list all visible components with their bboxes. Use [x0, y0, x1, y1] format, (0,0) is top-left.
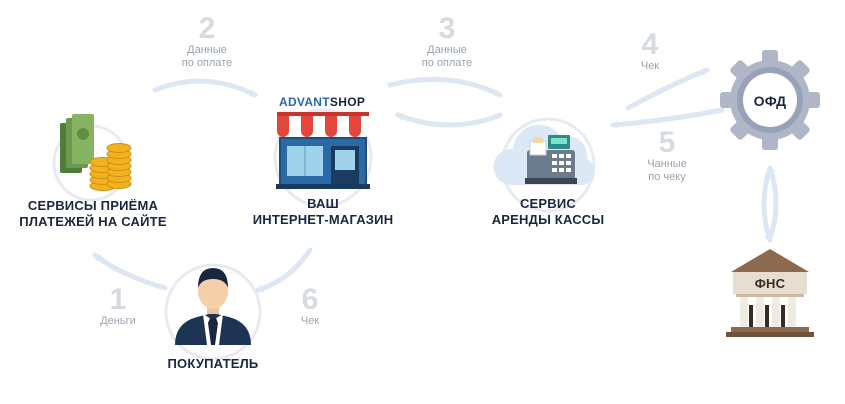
step-2: 2 Данные по оплате [172, 14, 242, 70]
step-4-number: 4 [641, 28, 659, 61]
arrow-6 [255, 247, 313, 293]
step-2-number: 2 [198, 12, 216, 45]
fns-building-icon [726, 249, 814, 337]
step-6: 6 Чек [290, 285, 330, 328]
step-4-label: Чек [640, 60, 660, 72]
step-3-number: 3 [438, 12, 456, 45]
step-3: 3 Данные по оплате [412, 14, 482, 70]
node-payments: СЕРВИСЫ ПРИЁМА ПЛАТЕЖЕЙ НА САЙТЕ [19, 198, 167, 229]
step-5-number: 5 [658, 126, 676, 159]
arrow-2 [152, 78, 258, 98]
arrow-ofd-fns-back [767, 165, 779, 241]
step-5: 5 Чанные по чеку [637, 128, 697, 184]
arrow-3b [395, 112, 503, 128]
step-1-label: Деньги [100, 315, 136, 327]
brand-part1: ADVANT [279, 95, 330, 109]
arrow-4 [625, 67, 710, 111]
arrow-1 [92, 252, 168, 291]
arrow-ofd-fns [761, 165, 773, 243]
arrow-3a [387, 76, 503, 98]
money-icon [60, 114, 132, 191]
step-1-number: 1 [109, 283, 127, 316]
step-6-label: Чек [300, 315, 320, 327]
node-fns: ФНС [754, 276, 786, 291]
node-ofd: ОФД [753, 93, 787, 109]
cloud-register-icon [493, 124, 595, 185]
step-4: 4 Чек [630, 30, 670, 73]
ofd-gear-icon [720, 50, 820, 150]
step-2-label: Данные по оплате [181, 44, 233, 69]
buyer-avatar-icon [175, 268, 251, 345]
storefront-icon [276, 112, 370, 189]
step-1: 1 Деньги [88, 285, 148, 328]
brand-part2: SHOP [329, 95, 366, 109]
advantshop-logo: ADVANTSHOP [279, 95, 365, 109]
node-shop: ВАШ ИНТЕРНЕТ-МАГАЗИН [252, 196, 394, 227]
step-3-label: Данные по оплате [421, 44, 473, 69]
node-cashbox: СЕРВИС АРЕНДЫ КАССЫ [491, 196, 605, 227]
step-6-number: 6 [301, 283, 319, 316]
node-buyer: ПОКУПАТЕЛЬ [167, 356, 259, 371]
arrow-5 [610, 107, 725, 129]
step-5-label: Чанные по чеку [647, 158, 687, 183]
